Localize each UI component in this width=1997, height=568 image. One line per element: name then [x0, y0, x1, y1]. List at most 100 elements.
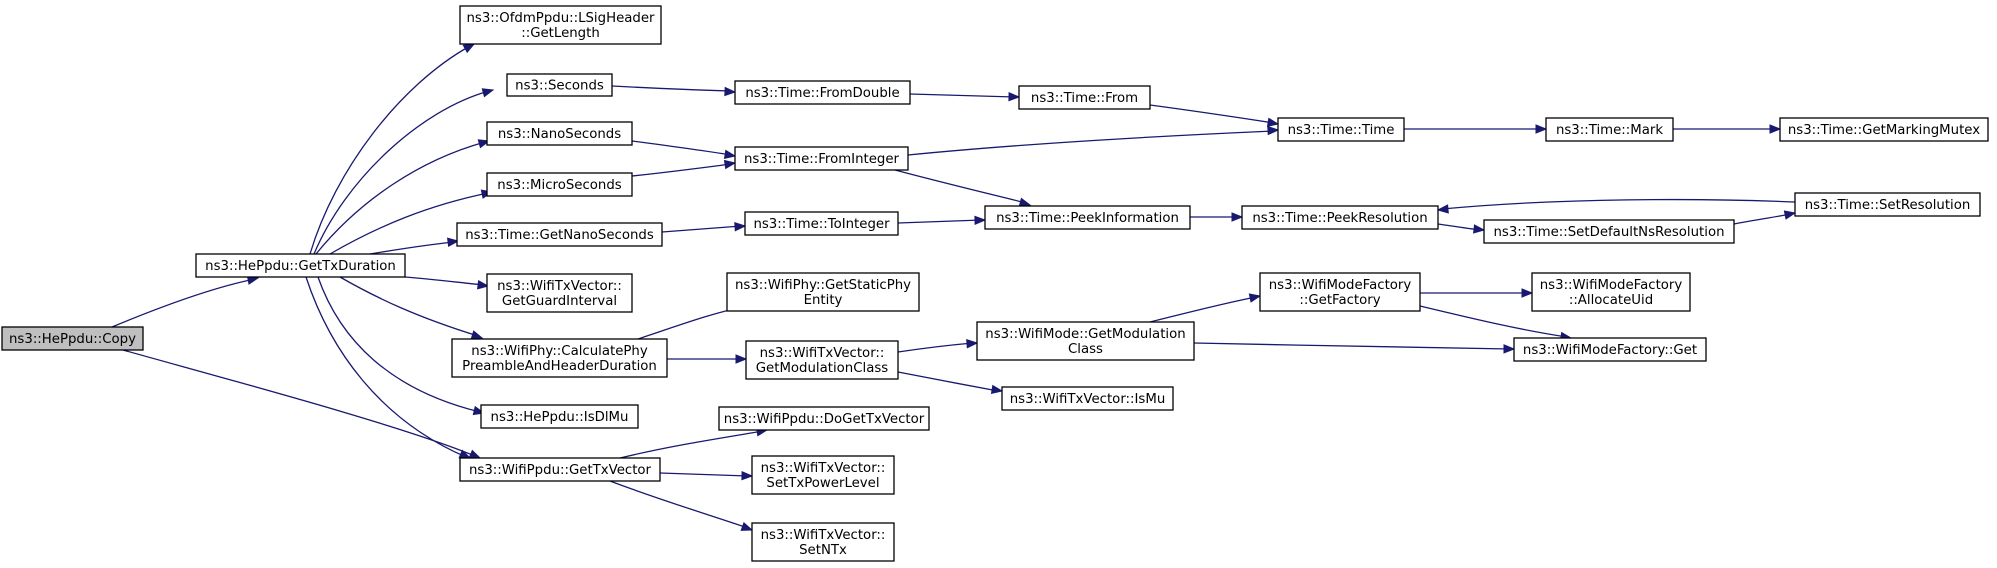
edge-line [404, 276, 485, 286]
edge-frominteger-to-time [907, 125, 1280, 156]
edge-mark-to-getmarkingmutex [1672, 124, 1782, 134]
node-getmodclass_mode[interactable]: ns3::WifiMode::GetModulationClass [976, 321, 1195, 361]
node-getfactory[interactable]: ns3::WifiModeFactory::GetFactory [1259, 272, 1421, 312]
node-mark[interactable]: ns3::Time::Mark [1545, 117, 1674, 142]
edge-fromdouble-to-from [909, 91, 1021, 102]
edge-getnanoseconds-to-tointeger [661, 221, 747, 233]
node-getlength[interactable]: ns3::OfdmPpdu::LSigHeader::GetLength [459, 5, 662, 45]
node-box[interactable] [1018, 85, 1151, 110]
node-box[interactable] [984, 205, 1191, 230]
node-getmodclass_tx[interactable]: ns3::WifiTxVector::GetModulationClass [745, 340, 899, 380]
node-label: Entity [804, 293, 843, 308]
node-box[interactable] [506, 73, 613, 97]
node-box[interactable] [451, 338, 668, 378]
edge-arrowhead [1266, 117, 1280, 127]
node-box[interactable] [486, 121, 633, 146]
node-label: ns3::Time::FromInteger [744, 152, 900, 167]
node-peekresolution[interactable]: ns3::Time::PeekResolution [1241, 205, 1439, 230]
edge-line [1149, 296, 1257, 323]
node-box[interactable] [1259, 272, 1421, 312]
node-box[interactable] [1001, 386, 1174, 411]
node-box[interactable] [718, 406, 930, 431]
node-box[interactable] [1794, 192, 1981, 217]
edge-setdefaultns-to-setresolution [1733, 210, 1797, 225]
node-box[interactable] [734, 146, 909, 171]
node-frominteger[interactable]: ns3::Time::FromInteger [734, 146, 909, 171]
node-box[interactable] [1483, 219, 1735, 244]
node-isdlmu[interactable]: ns3::HePpdu::IsDlMu [480, 404, 639, 429]
node-box[interactable] [745, 340, 899, 380]
node-box[interactable] [751, 522, 895, 562]
node-box[interactable] [459, 457, 661, 482]
node-getmarkingmutex[interactable]: ns3::Time::GetMarkingMutex [1779, 117, 1989, 142]
node-peekinformation[interactable]: ns3::Time::PeekInformation [984, 205, 1191, 230]
node-box[interactable] [459, 5, 662, 45]
node-fromdouble[interactable]: ns3::Time::FromDouble [734, 80, 911, 105]
edge-line [907, 130, 1275, 156]
node-allocateuid[interactable]: ns3::WifiModeFactory::AllocateUid [1531, 272, 1691, 312]
node-setntx[interactable]: ns3::WifiTxVector::SetNTx [751, 522, 895, 562]
node-label: PreambleAndHeaderDuration [462, 359, 657, 374]
node-time[interactable]: ns3::Time::Time [1277, 117, 1405, 142]
node-box[interactable] [456, 222, 663, 247]
node-seconds[interactable]: ns3::Seconds [506, 73, 613, 97]
node-box[interactable] [1779, 117, 1989, 142]
node-gettxduration[interactable]: ns3::HePpdu::GetTxDuration [195, 253, 406, 278]
node-box[interactable] [195, 253, 406, 278]
node-box[interactable] [1, 326, 144, 351]
node-label: ns3::WifiModeFactory::Get [1523, 343, 1697, 358]
node-nanoseconds[interactable]: ns3::NanoSeconds [486, 121, 633, 146]
edge-arrowhead [481, 88, 495, 98]
node-settxpowerlevel[interactable]: ns3::WifiTxVector::SetTxPowerLevel [751, 455, 895, 495]
node-label: ns3::Time::SetResolution [1805, 198, 1971, 213]
node-gettxvector[interactable]: ns3::WifiPpdu::GetTxVector [459, 457, 661, 482]
node-setdefaultns[interactable]: ns3::Time::SetDefaultNsResolution [1483, 219, 1735, 244]
node-box[interactable] [726, 272, 920, 312]
node-label: ns3::WifiTxVector:: [761, 461, 886, 476]
edge-peekinformation-to-peekresolution [1190, 212, 1244, 222]
node-microseconds[interactable]: ns3::MicroSeconds [486, 172, 633, 197]
node-label: ns3::HePpdu::Copy [9, 332, 136, 347]
node-box[interactable] [751, 455, 895, 495]
node-get[interactable]: ns3::WifiModeFactory::Get [1513, 337, 1707, 362]
node-box[interactable] [976, 321, 1195, 361]
node-label: ns3::WifiPpdu::DoGetTxVector [724, 412, 925, 427]
node-box[interactable] [734, 80, 911, 105]
edge-line [313, 90, 490, 255]
node-setresolution[interactable]: ns3::Time::SetResolution [1794, 192, 1981, 217]
node-from[interactable]: ns3::Time::From [1018, 85, 1151, 110]
edge-peekresolution-to-setdefaultns [1437, 223, 1486, 234]
node-box[interactable] [744, 211, 899, 236]
node-box[interactable] [486, 273, 633, 313]
node-box[interactable] [1277, 117, 1405, 142]
edge-arrowhead [1769, 124, 1782, 134]
node-calcpreamble[interactable]: ns3::WifiPhy::CalculatePhyPreambleAndHea… [451, 338, 668, 378]
node-getnanoseconds[interactable]: ns3::Time::GetNanoSeconds [456, 222, 663, 247]
node-label: ns3::Time::Time [1288, 123, 1395, 138]
node-box[interactable] [1513, 337, 1707, 362]
node-label: ::GetLength [521, 26, 600, 41]
node-box[interactable] [1241, 205, 1439, 230]
edge-arrowhead [723, 149, 737, 159]
node-box[interactable] [480, 404, 639, 429]
edge-gettxvector-to-dogettxvector [619, 427, 769, 459]
edge-arrowhead [1473, 224, 1486, 234]
node-getguardinterval[interactable]: ns3::WifiTxVector::GetGuardInterval [486, 273, 633, 313]
edge-arrowhead [1521, 288, 1534, 298]
edge-frominteger-to-peekinformation [894, 169, 1032, 207]
node-ismu[interactable]: ns3::WifiTxVector::IsMu [1001, 386, 1174, 411]
node-tointeger[interactable]: ns3::Time::ToInteger [744, 211, 899, 236]
node-box[interactable] [486, 172, 633, 197]
node-box[interactable] [1545, 117, 1674, 142]
node-label: ns3::Time::FromDouble [745, 86, 899, 101]
edge-seconds-to-fromdouble [611, 85, 737, 97]
node-label: ns3::WifiTxVector:: [497, 279, 622, 294]
node-dogettxvector[interactable]: ns3::WifiPpdu::DoGetTxVector [718, 406, 930, 431]
node-label: ns3::Seconds [515, 79, 604, 94]
edge-arrowhead [447, 237, 460, 247]
edge-arrowhead [477, 280, 490, 290]
edge-setresolution-to-peekresolution [1436, 198, 1796, 214]
node-box[interactable] [1531, 272, 1691, 312]
node-copy[interactable]: ns3::HePpdu::Copy [1, 326, 144, 351]
